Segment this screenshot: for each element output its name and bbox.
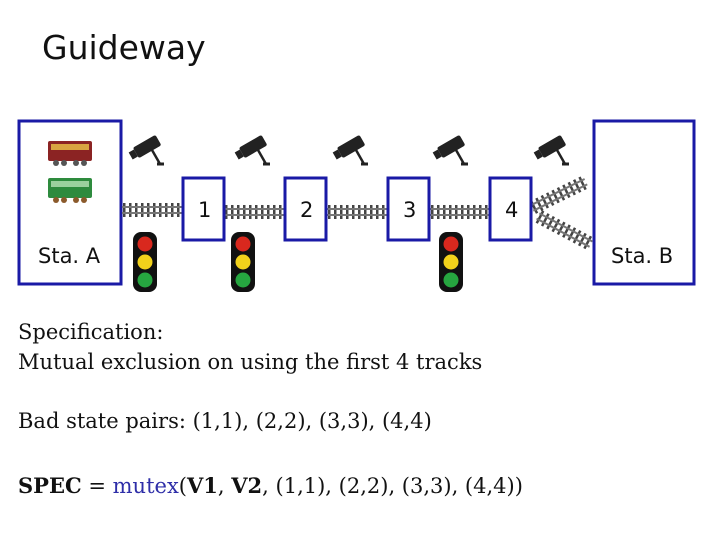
spec-heading: Specification: (18, 320, 164, 344)
track-segment-1 (224, 205, 284, 219)
station-b-box (592, 119, 696, 286)
station-a-label: Sta. A (38, 244, 101, 268)
track-branch-upper (528, 175, 589, 215)
train-red-icon (48, 141, 92, 166)
track-number-4: 4 (505, 198, 519, 222)
formula-pairs: , (1,1), (2,2), (3,3), (4,4)) (262, 474, 523, 498)
track-number-1: 1 (198, 198, 212, 222)
station-a-box (17, 119, 123, 286)
camera-icon (127, 133, 166, 166)
track-number-3: 3 (403, 198, 417, 222)
track-box-1 (181, 176, 226, 242)
track-number-2: 2 (300, 198, 314, 222)
formula-lhs: SPEC (18, 473, 82, 498)
guideway-diagram (17, 119, 696, 292)
traffic-signal-icon (231, 232, 255, 292)
train-green-icon (48, 178, 92, 203)
traffic-signal-icon (133, 232, 157, 292)
track-segment-2 (327, 205, 387, 219)
camera-icon (431, 133, 470, 166)
spec-formula: SPEC = mutex(V1, V2, (1,1), (2,2), (3,3)… (18, 473, 523, 498)
track-box-4 (488, 176, 533, 242)
formula-v2: V2 (231, 473, 263, 498)
formula-v1: V1 (187, 473, 218, 498)
camera-icon (331, 133, 370, 166)
traffic-signal-icon (439, 232, 463, 292)
station-b-label: Sta. B (611, 244, 674, 268)
camera-icon (532, 133, 571, 166)
track-branch-lower (534, 209, 595, 251)
formula-function: mutex (112, 474, 179, 498)
track-box-3 (386, 176, 431, 242)
formula-separator: , (217, 474, 232, 498)
formula-open-paren: ( (178, 474, 187, 498)
track-segment-3 (430, 205, 490, 219)
spec-description: Mutual exclusion on using the first 4 tr… (18, 350, 483, 374)
formula-equals: = (81, 474, 113, 498)
track-segment-0 (122, 203, 182, 217)
track-box-2 (283, 176, 328, 242)
bad-state-pairs: Bad state pairs: (1,1), (2,2), (3,3), (4… (18, 409, 432, 433)
page-title: Guideway (42, 28, 206, 67)
camera-icon (233, 133, 272, 166)
